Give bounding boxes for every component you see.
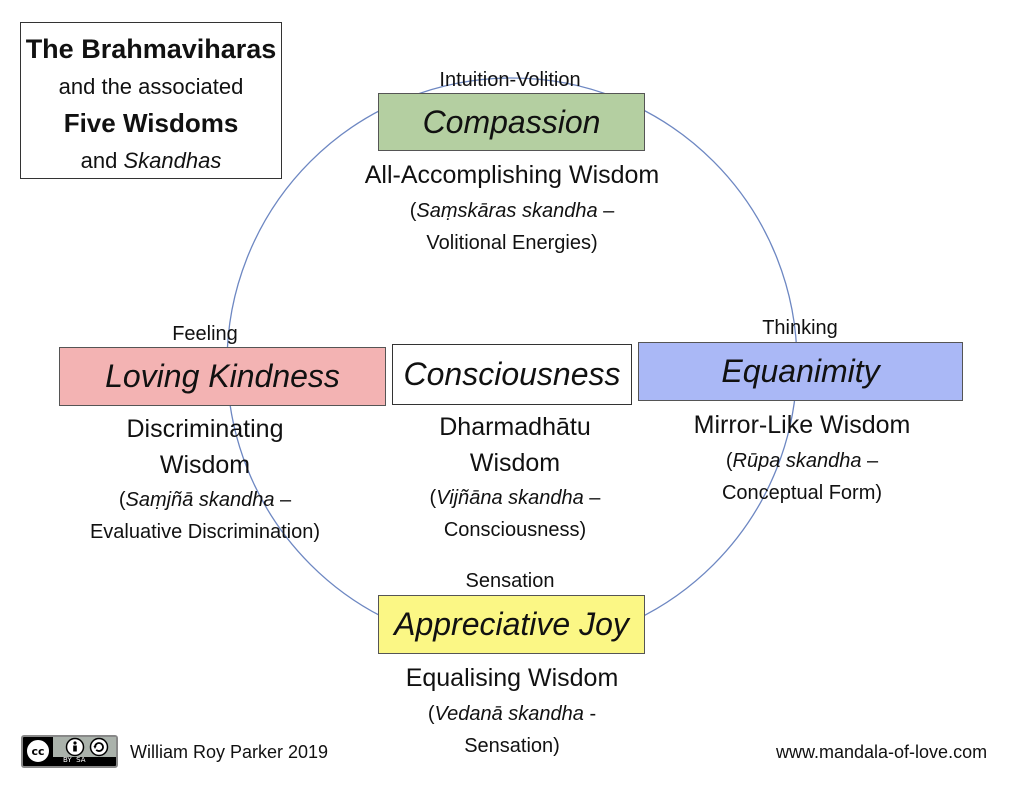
loving-kindness-label: Loving Kindness (105, 358, 340, 394)
cc-by-sa-icon: cc BY SA (21, 735, 118, 768)
equanimity-label: Equanimity (721, 353, 880, 389)
title-line-4-italic: Skandhas (123, 148, 222, 173)
bottom-skandha-open: ( (427, 703, 435, 725)
left-skandha-meaning: Evaluative Discrimination) (89, 521, 321, 543)
top-skandha-open: ( (409, 200, 417, 222)
right-wisdom: Mirror-Like Wisdom (693, 411, 911, 439)
center-skandha-dash: – (583, 487, 601, 509)
left-wisdom: Discriminating Wisdom (55, 411, 355, 483)
equanimity-box: Equanimity (638, 342, 963, 401)
title-line-4: and Skandhas (21, 142, 281, 179)
right-node-label: Thinking (762, 317, 838, 339)
bottom-skandha-name: Vedanā skandha (434, 703, 584, 725)
right-skandha-dash: – (861, 450, 879, 472)
top-skandha-meaning: Volitional Energies) (426, 232, 598, 254)
svg-text:cc: cc (31, 745, 44, 758)
appreciative-joy-box: Appreciative Joy (378, 595, 645, 654)
center-skandha: (Vijñāna skandha – Consciousness) (365, 482, 665, 546)
right-skandha-name: Rūpa skandha (732, 450, 862, 472)
title-line-3: Five Wisdoms (63, 108, 239, 138)
consciousness-box: Consciousness (392, 344, 632, 405)
center-wisdom: Dharmadhātu Wisdom (365, 409, 665, 481)
left-node-label: Feeling (172, 323, 238, 345)
right-skandha-meaning: Conceptual Form) (721, 482, 883, 504)
left-wisdom-line-2: Wisdom (159, 451, 251, 479)
center-skandha-meaning: Consciousness) (443, 519, 587, 541)
bottom-skandha: (Vedanā skandha - Sensation) (362, 698, 662, 762)
left-skandha-name: Saṃjñā skandha (125, 489, 275, 511)
consciousness-label: Consciousness (403, 356, 621, 392)
title-box: The Brahmaviharas and the associated Fiv… (20, 22, 282, 179)
compassion-box: Compassion (378, 93, 645, 151)
right-skandha-open: ( (725, 450, 733, 472)
website-link[interactable]: www.mandala-of-love.com (776, 742, 988, 762)
bottom-skandha-meaning: Sensation) (464, 735, 560, 757)
top-node-label: Intuition-Volition (439, 69, 581, 91)
center-skandha-open: ( (429, 487, 437, 509)
top-skandha: (Saṃskāras skandha – Volitional Energies… (312, 195, 712, 259)
left-wisdom-line-1: Discriminating (126, 415, 284, 443)
bottom-skandha-dash: - (583, 703, 597, 725)
right-skandha: (Rūpa skandha – Conceptual Form) (652, 445, 952, 509)
appreciative-joy-label: Appreciative Joy (394, 606, 629, 642)
left-skandha-dash: – (274, 489, 292, 511)
top-skandha-name: Saṃskāras skandha (416, 200, 598, 222)
left-skandha-open: ( (118, 489, 126, 511)
loving-kindness-box: Loving Kindness (59, 347, 386, 406)
center-wisdom-line-2: Wisdom (469, 449, 561, 477)
title-line-4-prefix: and (80, 148, 124, 173)
top-wisdom: All-Accomplishing Wisdom (364, 161, 660, 189)
left-skandha: (Saṃjñā skandha – Evaluative Discriminat… (55, 484, 355, 548)
title-line-1: The Brahmaviharas (25, 34, 277, 64)
top-skandha-dash: – (597, 200, 615, 222)
compassion-label: Compassion (422, 103, 601, 140)
bottom-node-label: Sensation (465, 570, 555, 592)
center-wisdom-line-1: Dharmadhātu (439, 413, 591, 441)
cc-license-text: BY SA (63, 756, 86, 764)
author-credit: William Roy Parker 2019 (130, 742, 329, 762)
title-line-2: and the associated (58, 74, 244, 99)
bottom-wisdom: Equalising Wisdom (405, 664, 619, 692)
center-skandha-name: Vijñāna skandha (436, 487, 584, 509)
